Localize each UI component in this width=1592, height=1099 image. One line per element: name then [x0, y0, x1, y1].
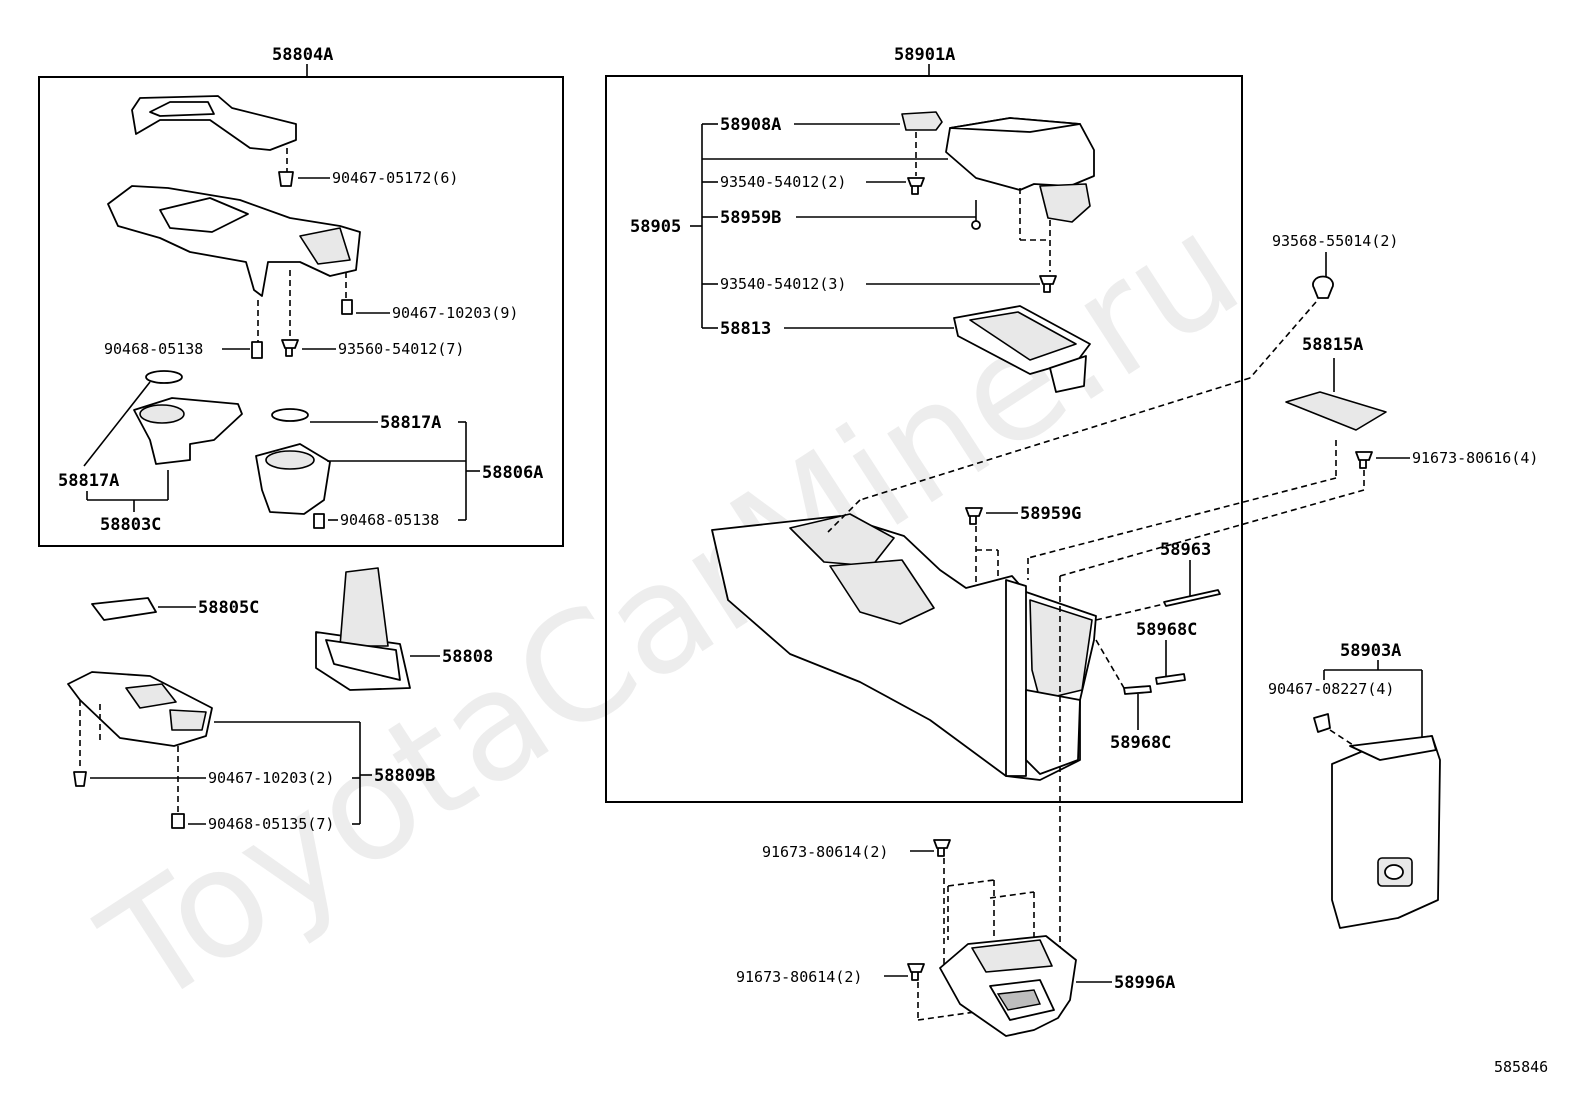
label-58817A-left: 58817A	[58, 471, 119, 491]
console-body	[711, 513, 1097, 781]
label-91673-80614-top: 91673-80614(2)	[762, 843, 888, 861]
pad-58815A	[1285, 391, 1387, 431]
shift-boot-58808	[315, 567, 411, 691]
label-58817A-right: 58817A	[380, 413, 441, 433]
label-93560-54012: 93560-54012(7)	[338, 340, 464, 358]
label-90468-05135: 90468-05135(7)	[208, 815, 334, 833]
clip-90467-10203-b	[73, 771, 87, 787]
group-box-58901A	[605, 75, 1243, 803]
screw-93560-54012	[281, 339, 299, 357]
screw-93540-54012-b	[1039, 275, 1057, 293]
label-58808: 58808	[442, 647, 493, 667]
label-90467-05172: 90467-05172(6)	[332, 169, 458, 187]
bolt-91673-80614-a	[933, 839, 951, 857]
screw-93540-54012-a	[907, 177, 925, 195]
label-58968C-bottom: 58968C	[1110, 733, 1171, 753]
label-91673-80614-bottom: 91673-80614(2)	[736, 968, 862, 986]
label-58809B: 58809B	[374, 766, 435, 786]
label-58908A: 58908A	[720, 115, 781, 135]
bolt-91673-80616	[1355, 451, 1373, 469]
label-90468-05138-a: 90468-05138	[104, 340, 203, 358]
clip-90468-05138-b	[313, 513, 325, 529]
label-93540-54012-2: 93540-54012(2)	[720, 173, 846, 191]
group-title-58804A: 58804A	[272, 45, 333, 65]
label-93540-54012-3: 93540-54012(3)	[720, 275, 846, 293]
label-90467-08227: 90467-08227(4)	[1268, 680, 1394, 698]
diagram-number: 585846	[1494, 1058, 1548, 1076]
shift-bezel-upper	[131, 95, 297, 151]
bolt-91673-80614-b	[907, 963, 925, 981]
group-title-58901A: 58901A	[894, 45, 955, 65]
label-93568-55014: 93568-55014(2)	[1272, 232, 1398, 250]
armrest-lid	[945, 117, 1095, 223]
label-91673-80616: 91673-80616(4)	[1412, 449, 1538, 467]
clip-90467-08227	[1313, 713, 1331, 733]
screw-93568-55014	[1312, 275, 1334, 299]
label-58968C-top: 58968C	[1136, 620, 1197, 640]
clip-90468-05138-a	[251, 341, 263, 359]
cup-holder-58806A	[255, 443, 331, 515]
label-58815A: 58815A	[1302, 335, 1363, 355]
label-90467-10203-2: 90467-10203(2)	[208, 769, 334, 787]
pin-58968C-a	[1155, 673, 1186, 685]
bracket-58996A	[939, 935, 1077, 1037]
ring-58817A-left	[145, 370, 183, 384]
side-panel-58903A	[1331, 735, 1441, 929]
clip-90467-10203	[341, 299, 353, 315]
group-box-58804A	[38, 76, 564, 547]
label-58996A: 58996A	[1114, 973, 1175, 993]
cup-holder-58803C	[133, 397, 243, 465]
label-58963: 58963	[1160, 540, 1211, 560]
label-58959B: 58959B	[720, 208, 781, 228]
label-58905: 58905	[630, 217, 681, 237]
tray-58813	[953, 305, 1091, 393]
label-90468-05138-b: 90468-05138	[340, 511, 439, 529]
label-58903A: 58903A	[1340, 641, 1401, 661]
rod-58963	[1163, 589, 1221, 607]
label-58803C: 58803C	[100, 515, 161, 535]
label-90467-10203-9: 90467-10203(9)	[392, 304, 518, 322]
label-58806A: 58806A	[482, 463, 543, 483]
label-58813: 58813	[720, 319, 771, 339]
screw-58959G	[965, 507, 983, 525]
cover-58805C	[91, 597, 157, 621]
ring-58817A-right	[271, 408, 309, 422]
clip-90468-05135	[171, 813, 185, 829]
pin-58959B	[971, 220, 981, 230]
hinge-58908A	[901, 111, 943, 131]
pin-58968C-b	[1123, 685, 1152, 695]
panel-58809B	[67, 671, 213, 747]
label-58805C: 58805C	[198, 598, 259, 618]
clip-90467-05172	[278, 171, 294, 187]
console-upper-panel	[107, 185, 361, 297]
label-58959G: 58959G	[1020, 504, 1081, 524]
